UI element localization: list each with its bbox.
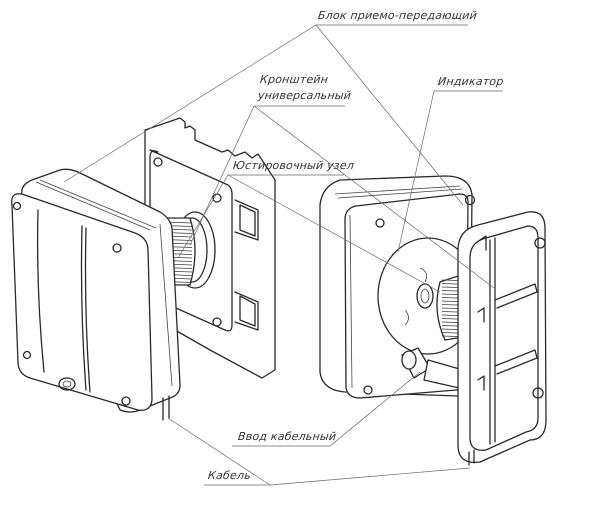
left-transceiver-unit bbox=[11, 168, 181, 421]
label-alignment-unit: Юстировочный узел bbox=[232, 159, 355, 172]
mount-hole-icon bbox=[532, 387, 544, 399]
label-bracket-line2: универсальный bbox=[257, 89, 352, 102]
leader-cable-gland bbox=[232, 371, 421, 447]
label-indicator: Индикатор bbox=[437, 75, 505, 88]
right-transceiver-unit bbox=[319, 175, 479, 399]
label-bracket-line1: Кронштейн bbox=[259, 73, 329, 86]
logo-badge-icon bbox=[58, 377, 76, 391]
leader-alignment-right bbox=[227, 174, 441, 293]
screw-icon bbox=[153, 157, 163, 167]
screw-icon bbox=[12, 201, 22, 211]
screw-icon bbox=[375, 218, 385, 228]
leader-cable-right bbox=[269, 467, 471, 486]
label-cable: Кабель bbox=[207, 469, 252, 482]
leader-indicator bbox=[397, 90, 503, 253]
leader-bracket-right bbox=[253, 105, 495, 289]
label-transceiver-unit: Блок приемо-передающий bbox=[317, 9, 478, 22]
screw-icon bbox=[212, 317, 222, 327]
screw-icon bbox=[22, 350, 32, 360]
screw-icon bbox=[464, 194, 476, 206]
right-bracket bbox=[457, 211, 547, 466]
label-cable-gland: Ввод кабельный bbox=[237, 430, 337, 443]
screw-icon bbox=[363, 385, 373, 395]
leader-transceiver-right bbox=[315, 24, 464, 206]
screw-icon bbox=[112, 243, 122, 253]
screw-icon bbox=[212, 193, 222, 203]
leader-lines bbox=[63, 24, 503, 486]
screw-icon bbox=[121, 396, 131, 406]
mount-hole-icon bbox=[534, 237, 546, 249]
